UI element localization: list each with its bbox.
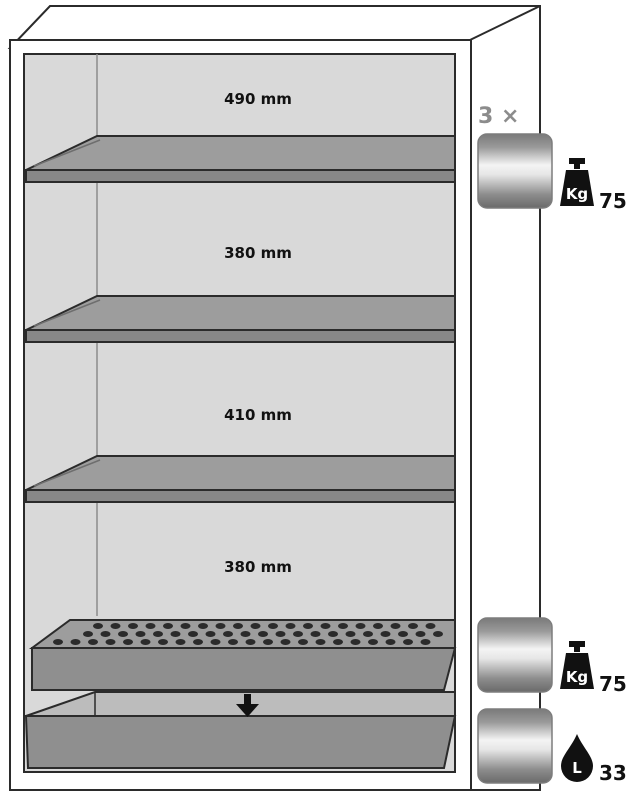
insert-load-value: 75 xyxy=(599,672,627,696)
perforation-hole xyxy=(188,631,198,637)
perforation-hole xyxy=(140,639,151,645)
perforation-hole xyxy=(163,623,173,629)
perforation-hole xyxy=(135,631,146,637)
perforation-hole xyxy=(433,631,443,637)
perforation-hole xyxy=(100,631,111,637)
compartment-height-label: 410 mm xyxy=(224,406,292,424)
perforation-hole xyxy=(250,623,261,629)
perforation-hole xyxy=(268,623,278,629)
perforation-hole xyxy=(158,639,168,645)
perforation-hole xyxy=(245,639,256,645)
perforation-hole xyxy=(338,623,348,629)
svg-text:Kg: Kg xyxy=(566,185,588,203)
weight-icon: Kg xyxy=(560,158,594,206)
weight-icon: Kg xyxy=(560,641,594,689)
perforation-hole xyxy=(110,623,121,629)
perforation-hole xyxy=(145,623,156,629)
shelf-badge xyxy=(477,133,553,209)
perforation-hole xyxy=(280,639,291,645)
perforation-holes xyxy=(53,623,443,645)
perforation-hole xyxy=(420,639,431,645)
perforation-hole xyxy=(310,631,321,637)
perforation-hole xyxy=(408,623,418,629)
perforation-hole xyxy=(415,631,426,637)
sump-capacity-value: 33 xyxy=(599,761,627,785)
shelf xyxy=(25,135,456,183)
compartment-height-label: 490 mm xyxy=(224,90,292,108)
perforation-hole xyxy=(403,639,413,645)
arrow-down-icon xyxy=(236,694,259,717)
perforation-hole xyxy=(193,639,203,645)
perforation-hole xyxy=(88,639,98,645)
perforation-hole xyxy=(333,639,343,645)
insert-badge xyxy=(477,617,553,693)
perforation-hole xyxy=(53,639,63,645)
compartment-height-label: 380 mm xyxy=(224,244,292,262)
perforation-hole xyxy=(105,639,116,645)
liquid-drop-icon: L xyxy=(561,734,593,782)
perforation-hole xyxy=(350,639,361,645)
perforation-hole xyxy=(240,631,251,637)
perforation-hole xyxy=(298,639,308,645)
perforation-hole xyxy=(83,631,93,637)
perforation-hole xyxy=(293,631,303,637)
sump-tray xyxy=(24,691,457,769)
perforation-hole xyxy=(228,639,238,645)
perforation-hole xyxy=(123,639,133,645)
perforation-hole xyxy=(198,623,208,629)
perforation-hole xyxy=(355,623,366,629)
perforation-hole xyxy=(320,623,331,629)
perforation-hole xyxy=(223,631,233,637)
svg-text:Kg: Kg xyxy=(566,668,588,686)
perforation-hole xyxy=(363,631,373,637)
perforation-hole xyxy=(263,639,273,645)
perforation-hole xyxy=(390,623,401,629)
perforation-hole xyxy=(210,639,221,645)
perforation-hole xyxy=(345,631,356,637)
perforation-hole xyxy=(180,623,191,629)
perforation-hole xyxy=(205,631,216,637)
perforation-hole xyxy=(380,631,391,637)
perforation-hole xyxy=(328,631,338,637)
perforation-hole xyxy=(368,639,378,645)
sump-badge xyxy=(477,708,553,784)
perforation-hole xyxy=(398,631,408,637)
perforation-hole xyxy=(233,623,243,629)
perforation-hole xyxy=(215,623,226,629)
shelf-load-value: 75 xyxy=(599,189,627,213)
perforation-hole xyxy=(153,631,163,637)
perforation-hole xyxy=(385,639,396,645)
shelf xyxy=(25,455,456,503)
shelf xyxy=(25,295,456,343)
perforation-hole xyxy=(70,639,81,645)
perforation-hole xyxy=(275,631,286,637)
compartment-height-label: 380 mm xyxy=(224,558,292,576)
perforation-hole xyxy=(315,639,326,645)
perforation-hole xyxy=(93,623,103,629)
perforation-hole xyxy=(118,631,128,637)
perforated-insert xyxy=(28,619,457,691)
svg-text:L: L xyxy=(572,759,582,777)
perforation-hole xyxy=(175,639,186,645)
perforation-hole xyxy=(258,631,268,637)
perforation-hole xyxy=(285,623,296,629)
perforation-hole xyxy=(303,623,313,629)
perforation-hole xyxy=(373,623,383,629)
perforation-hole xyxy=(128,623,138,629)
perforation-hole xyxy=(425,623,436,629)
shelf-quantity-label: 3 × xyxy=(478,104,519,129)
perforation-hole xyxy=(170,631,181,637)
